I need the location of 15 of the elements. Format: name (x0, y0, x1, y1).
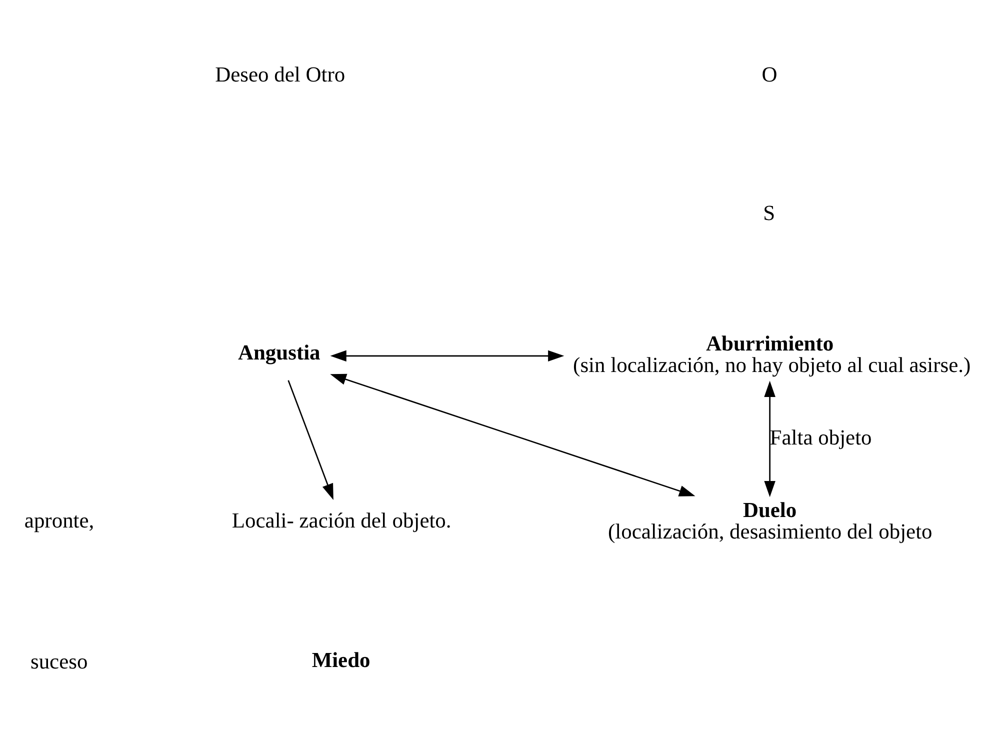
arrow (330, 374, 696, 496)
label: S (763, 200, 776, 225)
label: apronte, (24, 508, 94, 533)
label: Miedo (312, 648, 370, 672)
arrow (330, 350, 564, 362)
label: Deseo del Otro (215, 62, 346, 87)
arrow (288, 380, 334, 500)
label: suceso (30, 650, 88, 674)
node-text: Aburrimiento (sin localización, no hay objeto al cual asirse.) (573, 331, 971, 377)
label: O (762, 62, 778, 87)
node-text: Angustia (238, 340, 320, 365)
arrow (764, 380, 776, 498)
node-text: Duelo (localización, desasimiento del objeto (608, 498, 932, 544)
node-text: Locali- zación del objeto. (232, 508, 452, 533)
edge-label: Falta objeto (770, 425, 872, 450)
